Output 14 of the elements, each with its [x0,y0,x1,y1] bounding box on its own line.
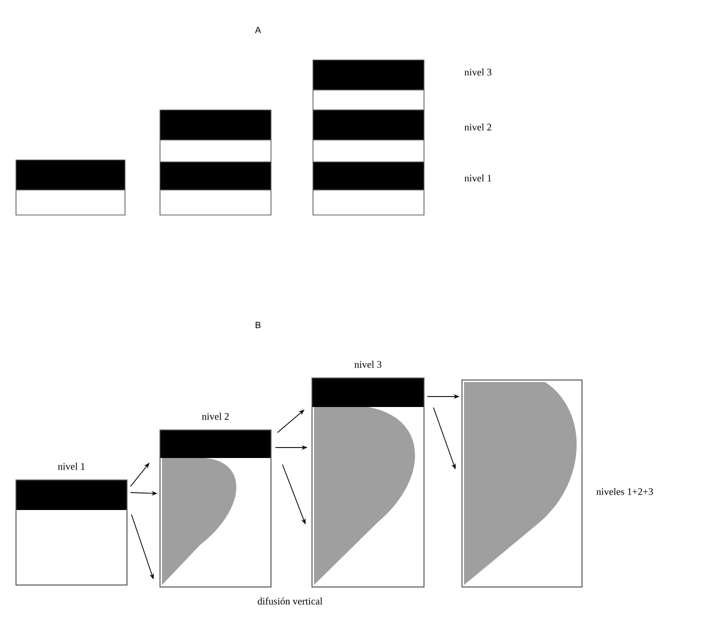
node-label: nivel 3 [354,360,382,368]
caption-label: difusión vertical [258,597,322,605]
panel-letter: B [256,322,261,328]
node-label: nivel 2 [202,412,229,420]
column-box: niveles 1+2+3 [462,380,653,588]
level-label: nivel 1 [464,174,492,182]
column-box: nivel 3 [312,360,424,588]
node-label: niveles 1+2+3 [596,488,653,496]
node-label: nivel 1 [58,462,85,470]
level-label: nivel 2 [464,123,492,131]
column-box: nivel 1 [16,462,128,586]
column-box: nivel 2 [160,412,272,588]
level-label: nivel 3 [464,68,492,76]
panel-letter: A [255,26,261,34]
